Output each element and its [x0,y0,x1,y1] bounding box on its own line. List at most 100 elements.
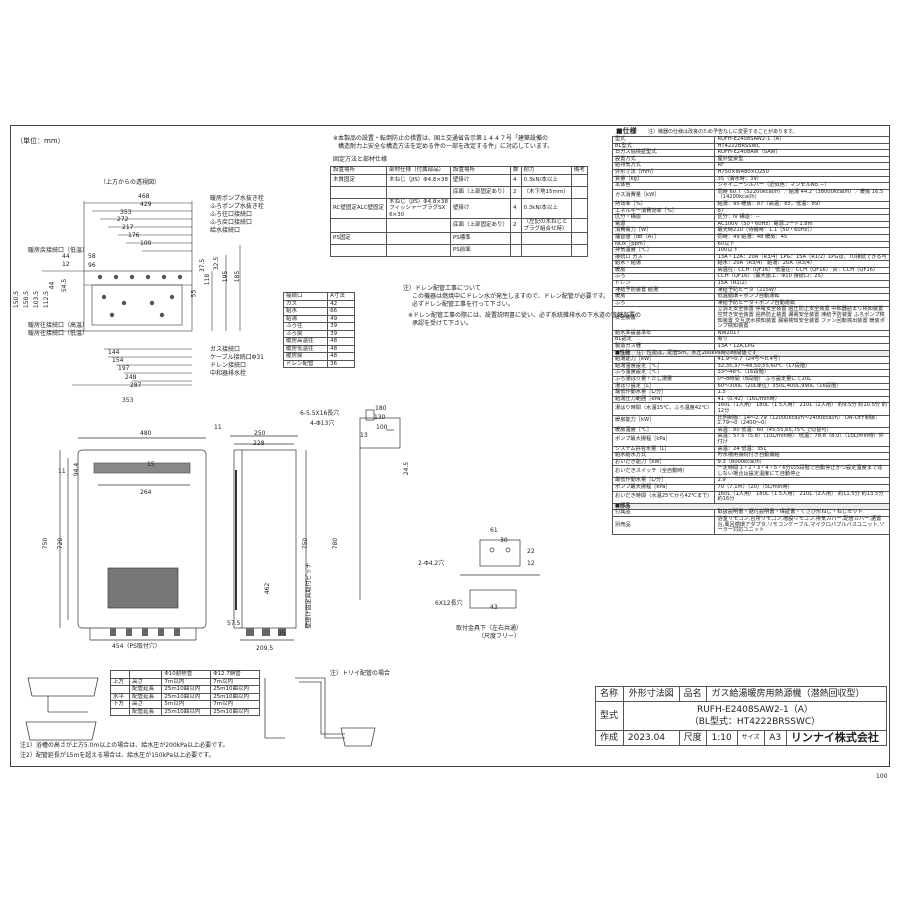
spec_rows-row: 騒音値［dB（A）］同時：49 給湯：48 暖房：45 [611,233,890,242]
connection-name: ドレン配管 [282,359,329,368]
title-model-cell: RUFH-E2408SAW2-1（A） （BL型式：HT4222BRSSWC） [622,701,888,731]
fixing-cell: 木ねじ（JIS）Φ4.8×38 [386,173,451,187]
side-dim-35: 35 [278,630,286,637]
side-view-pitch-label: 壁掛け固定具取付ピッチ [305,562,313,629]
bracket-dim-24.5: 24.5 [403,461,411,476]
pipe-cell [109,685,131,694]
dim-top-272: 272 [117,216,129,223]
pipe-cell: 7m以内 [210,700,260,709]
fixing-cell [520,232,572,245]
spec_rows-label: 凍結予防装置 給湯 [611,286,716,295]
connection-name: ふろ戻 [282,329,329,338]
spec_rows-value: NW2017 [714,329,890,338]
dim-bottom-154: 154 [112,357,124,364]
bracket-caption: 取付金具下（左右共通） [456,625,523,632]
side-dim-57.5: 57.5 [227,620,241,627]
connection-name: ガス [282,299,329,308]
connection-value: 39 [327,329,355,338]
side-dim-209.5: 209.5 [256,645,274,652]
perf_rows-row: おいだきスイッチ（全自動時）一定時間 1・2・3・4・5・6分の5段階で自動停止… [611,465,890,479]
perf_rows-row: ポンプ最大揚程［kPa］高温：57.5（5.8）（10L/min時） 低温：78… [611,433,890,447]
fixing-table: 設置場所 部材仕様（付属部品） 設置場所 数 耐力 備考 木質固定木ねじ（JIS… [329,166,588,257]
title-block: 名称 外形寸法図 品名 ガス給湯暖房用熱源機（潜熱回収型） 型式 RUFH-E2… [595,686,888,746]
dim-top-429: 429 [140,201,152,208]
connection-value: 39 [327,322,355,331]
dim-side-112.5: 112.5 [43,290,51,309]
fixing-cell: 木ねじ（JIS）Φ4.8×38 フィッシャープラグSX 6×30 [386,197,451,219]
side-dim-462: 462 [264,582,272,595]
fixing-cell: 壁掛け [449,197,512,219]
bracket-dim-780: 780 [332,537,340,550]
connection-value: 42 [327,299,355,308]
title-created-label: 作成 [595,730,624,746]
front-dim-11: 11 [58,468,66,475]
dim-top-44: 44 [62,253,70,260]
bracket-dim-6-5.5x16: 6-5.5X16長穴 [300,410,340,417]
unit-label: （単位：mm） [16,137,65,145]
dim-side-103.5: 103.5 [33,290,41,309]
side-dim-11: 11 [214,424,222,431]
front-view-drawing [59,437,207,641]
spec_rows-value: 同時：49 給湯：48 暖房：45 [714,233,890,242]
perf_rows-row: 湯はり時間（水温15℃，ふろ温度42℃）160L（1人用） 180L（1.5人用… [611,402,890,416]
perf_rows-row: 暖房能力［kW］比例制御：14～2.79（12000kcal/h～2400kca… [611,414,890,428]
side-dim-750: 750 [302,537,310,550]
pipe-cell: 配管延長 [129,692,163,701]
pipe-cell: 25m10曲以内 [210,707,260,716]
dim-bottom-144: 144 [108,349,120,356]
fixing-cell: （左記の木ねじとプラグ組合せ時） [520,218,572,233]
top-view-drawing [42,201,241,386]
fixing-cell: PS固定 [329,232,388,245]
connection-name: ふろ往 [282,322,329,331]
connection-value: 36 [327,359,355,368]
fixing-cell: （木下地15mm） [520,185,572,199]
pipe-cell: 7m以内 [161,677,212,686]
spec_rows-row: ガス消費量［kW］同時 60.7（52200kcal/h）／給湯 44.2（38… [611,188,890,202]
spec_rows-row: NOx［ppm］60以下 [611,240,890,249]
bathtub-illustration [25,677,99,741]
dim-top-353: 353 [120,209,132,216]
install-note-1: ※本製品の設置・転倒防止の措置は、国土交通省告示第１４４７号「建築設備の [333,135,549,142]
page-number: 100 [876,773,888,780]
title-created-value: 2023.04 [622,730,680,746]
fixing-header: 設置場所 [329,166,388,175]
callout-heating-supply-low: 暖房往接続口（低温） [28,330,89,337]
fixing-cell: 木質固定 [329,173,388,187]
dim-side-185: 185 [234,270,242,283]
fixing-cell: 底面（上部固定あり） [449,185,512,199]
pipe-note-title: 注）トリイ配管の場合 [330,670,391,677]
fixing-cell [520,244,572,257]
dim-side-55: 55 [190,289,198,298]
fixing-cell: 4 [510,173,522,187]
pipe-header [109,670,131,679]
callout-heating-supply-high: 暖房往接続口（高温） [28,322,89,329]
connection-header: 接続口 [282,292,329,301]
spec_rows-label: 暖房 [611,266,716,275]
spec_rows-label: 騒音値［dB（A）］ [611,233,716,242]
fixing-cell: 底面（上部固定あり） [449,218,512,233]
fixing-cell: PS標準 [449,232,512,245]
bracket-dim-2-4.2: 2-Φ4.2穴 [418,560,445,567]
fixing-cell [570,218,588,233]
perf_rows-section-title: ■性能 [615,349,631,356]
spec_rows-label: 区分・構造 [611,214,716,222]
pipe-note-1: 注1）浴槽の高さが上方5.0m以上の場合は、給水圧が200kPa以上必要です。 [20,742,229,749]
fixing-cell [329,185,388,199]
side-dim-228: 228 [253,440,265,447]
pipe-cell: 25m10曲以内 [161,692,212,701]
fixing-cell [570,185,588,199]
callout-neutralizer: 中和器排水栓 [210,370,247,377]
fixing-cell: 壁掛け [449,173,512,187]
pipe-cell [109,707,131,716]
title-size-value: A3 [764,730,787,746]
dim-side-195: 195 [222,270,230,283]
fixing-cell [570,173,588,187]
pipe-note-2: 注2）配管延長が15mを超える場合は、給水圧が150kPa以上必要です。 [20,752,215,759]
dim-bottom-248: 248 [125,374,137,381]
perf_rows-label: おいだきスイッチ（全自動時） [611,465,716,479]
bracket-dim-6x12: 6X12長穴 [435,600,463,607]
callout-bath-pump-drain: ふろポンプ水抜き栓 [210,203,264,210]
